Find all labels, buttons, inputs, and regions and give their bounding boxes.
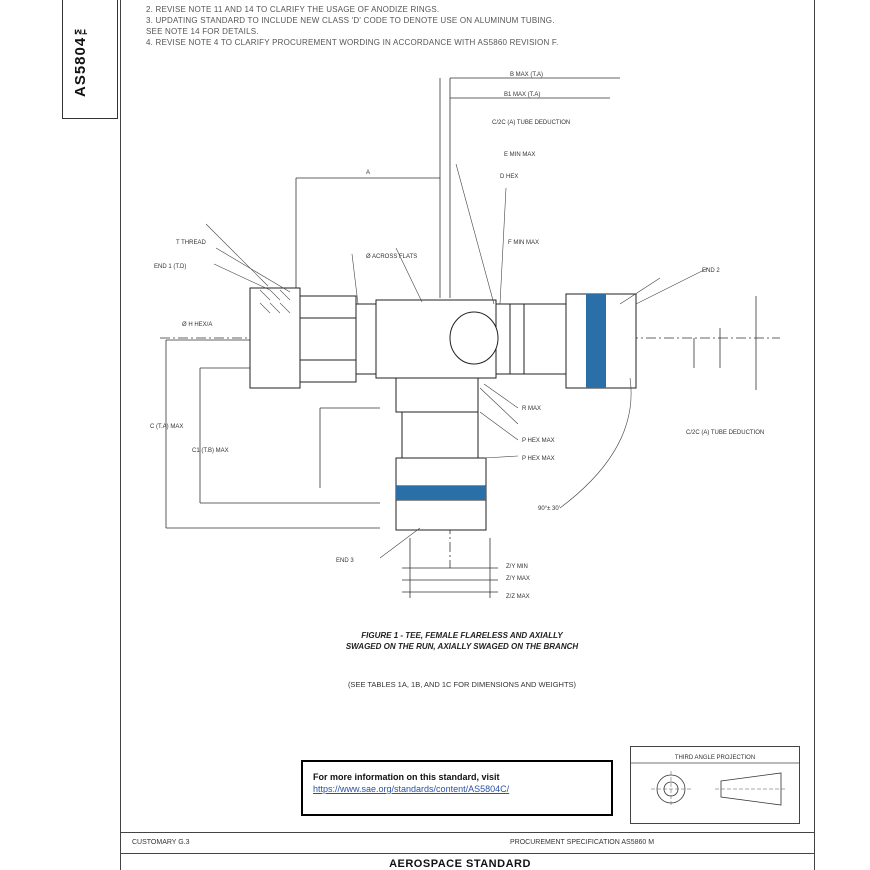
revision-note: SEE NOTE 14 FOR DETAILS. <box>146 27 259 36</box>
dim-c-max: C (T.A) MAX <box>150 424 183 430</box>
projection-block: THIRD ANGLE PROJECTION <box>630 746 800 824</box>
dim-b1-max: B1 MAX (T.A) <box>504 92 540 98</box>
customary-label: CUSTOMARY G.3 <box>132 839 190 846</box>
end-1-label: END 1 (T.D) <box>154 264 186 270</box>
end-3-label: END 3 <box>336 558 354 564</box>
dim-zy-max: Z/Y MAX <box>506 576 530 582</box>
tee-fitting-drawing: B MAX (T.A) B1 MAX (T.A) C/2C (A) TUBE D… <box>150 72 780 600</box>
standard-link[interactable]: https://www.sae.org/standards/content/AS… <box>313 784 510 794</box>
dim-c1-max: C1 (T.B) MAX <box>192 448 229 454</box>
dim-a: A <box>366 170 370 176</box>
revision-note: 3. UPDATING STANDARD TO INCLUDE NEW CLAS… <box>146 16 555 25</box>
revision-notes: 2. REVISE NOTE 11 AND 14 TO CLARIFY THE … <box>146 4 559 48</box>
footer-title: AEROSPACE STANDARD <box>389 858 531 870</box>
dim-z-min: Z/Y MIN <box>506 564 528 570</box>
dim-zz-max: Z/Z MAX <box>506 594 530 600</box>
title-strip: CUSTOMARY G.3 PROCUREMENT SPECIFICATION … <box>120 832 814 854</box>
dim-f-min-max: F MIN MAX <box>508 240 539 246</box>
dim-t-thread: T THREAD <box>176 240 206 246</box>
legal-notice-text <box>64 140 78 860</box>
frame-right-line <box>814 0 815 870</box>
standard-code: AS5804™ <box>72 18 89 98</box>
figure-caption-line-2: SWAGED ON THE RUN, AXIALLY SWAGED ON THE… <box>345 642 579 651</box>
revision-note: 4. REVISE NOTE 4 TO CLARIFY PROCUREMENT … <box>146 38 559 47</box>
info-box-title: For more information on this standard, v… <box>313 772 500 782</box>
fitting-body <box>249 287 637 531</box>
figure-caption-line-1: FIGURE 1 - TEE, FEMALE FLARELESS AND AXI… <box>361 631 563 640</box>
standard-code-box <box>62 0 118 119</box>
info-box: For more information on this standard, v… <box>301 760 613 816</box>
anodize-band-end3 <box>396 486 486 500</box>
projection-symbol-icon <box>631 762 799 807</box>
dim-d-hex: D HEX <box>500 174 518 180</box>
procurement-spec: PROCUREMENT SPECIFICATION AS5860 M <box>510 839 655 846</box>
dim-tube-deduction: C/2C (A) TUBE DEDUCTION <box>492 120 570 126</box>
anodize-bands <box>396 294 606 500</box>
anodize-band-end2 <box>586 294 606 388</box>
dim-h-hex: Ø H HEX/A <box>182 322 212 328</box>
end-2-label: END 2 <box>702 268 720 274</box>
dim-e-min-max: E MIN MAX <box>504 152 535 158</box>
left-margin-rail: AS5804™ <box>0 0 118 870</box>
dim-p-hex-max-2: P HEX MAX <box>522 456 555 462</box>
leader-lines <box>205 163 709 559</box>
dim-angle: 90°± 30' <box>538 506 560 512</box>
dim-r-max: R MAX <box>522 406 541 412</box>
frame-left-line <box>120 0 121 870</box>
revision-note: 2. REVISE NOTE 11 AND 14 TO CLARIFY THE … <box>146 5 440 14</box>
figure-caption: FIGURE 1 - TEE, FEMALE FLARELESS AND AXI… <box>262 630 662 652</box>
figure-subcaption: (SEE TABLES 1A, 1B, AND 1C FOR DIMENSION… <box>347 680 577 689</box>
dim-p-hex-max: P HEX MAX <box>522 438 555 444</box>
dimension-labels: B MAX (T.A) B1 MAX (T.A) C/2C (A) TUBE D… <box>150 72 764 600</box>
dim-tube-deduction-right: C/2C (A) TUBE DEDUCTION <box>686 430 764 436</box>
dim-b-max: B MAX (T.A) <box>510 72 543 78</box>
projection-label: THIRD ANGLE PROJECTION <box>674 755 756 761</box>
dim-across-flats: Ø ACROSS FLATS <box>366 254 417 260</box>
